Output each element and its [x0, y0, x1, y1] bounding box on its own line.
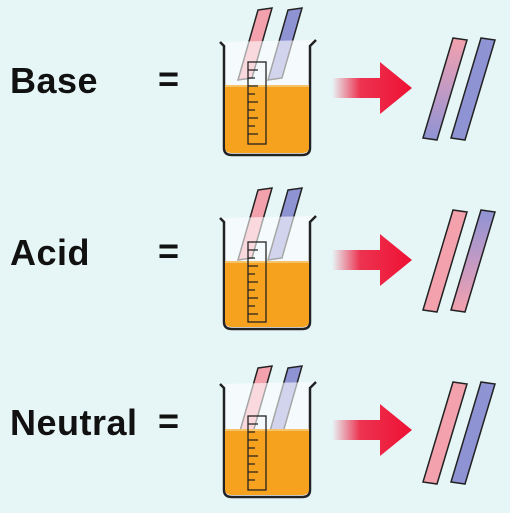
- equals-sign: =: [158, 58, 180, 99]
- beaker-icon: [219, 187, 317, 331]
- result-strips-unchanged: [422, 381, 496, 485]
- beaker-scale: [247, 61, 267, 145]
- arrow-right-icon: [332, 62, 412, 114]
- result-strips-blue-bottom: [422, 37, 496, 141]
- row-acid: Acid =: [0, 172, 510, 342]
- row-neutral: Neutral =: [0, 342, 510, 512]
- beaker-icon: [219, 365, 317, 499]
- beaker-icon: [219, 7, 317, 157]
- result-strips-red-bottom: [422, 209, 496, 313]
- arrow-right-icon: [332, 234, 412, 286]
- row-label-base: Base: [10, 60, 99, 101]
- row-base: Base =: [0, 0, 510, 170]
- row-label-acid: Acid: [10, 232, 91, 273]
- beaker-scale: [247, 415, 267, 491]
- beaker-scale: [247, 241, 267, 323]
- arrow-right-icon: [332, 404, 412, 456]
- row-label-neutral: Neutral: [10, 402, 138, 443]
- equals-sign: =: [158, 230, 180, 271]
- equals-sign: =: [158, 400, 180, 441]
